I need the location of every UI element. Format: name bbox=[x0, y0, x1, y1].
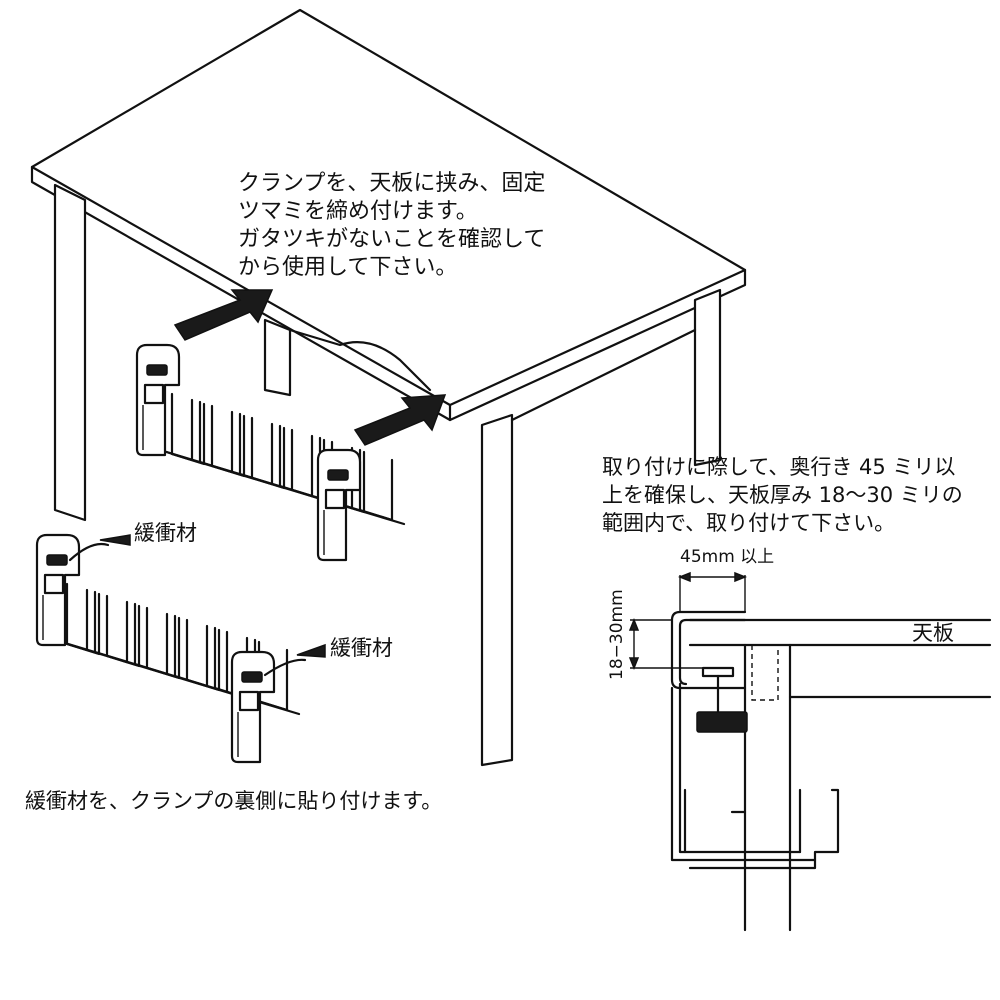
thickness-dimension-label: 18−30mm bbox=[607, 589, 627, 680]
cushion-arrow-icon bbox=[296, 643, 326, 658]
clamp-instruction-line: ツマミを締め付けます。 bbox=[238, 199, 478, 224]
table-leg-front-left bbox=[53, 183, 87, 522]
depth-dimension-label: 45mm 以上 bbox=[680, 547, 774, 567]
clamp-section bbox=[670, 610, 747, 690]
cushion-arrow-icon bbox=[99, 534, 131, 546]
table-illustration bbox=[30, 8, 747, 767]
table-leg-back-right bbox=[693, 288, 722, 467]
table-leg-back-left bbox=[263, 318, 292, 397]
cushion-label: 緩衝材 bbox=[134, 521, 197, 545]
insert-arrow-icon bbox=[173, 289, 274, 341]
side-section-detail bbox=[628, 571, 992, 932]
knob-icon bbox=[696, 711, 748, 733]
cushion-label: 緩衝材 bbox=[330, 636, 393, 660]
depth-instruction-line: 上を確保し、天板厚み 18～30 ミリの bbox=[602, 483, 963, 507]
depth-instruction-line: 範囲内で、取り付けて下さい。 bbox=[602, 511, 895, 535]
tabletop-surface bbox=[30, 8, 747, 422]
clamp-instruction-line: クランプを、天板に挟み、固定 bbox=[238, 171, 545, 196]
cushion-note: 緩衝材を、クランプの裏側に貼り付けます。 bbox=[25, 789, 442, 813]
clamp-instruction-line: から使用して下さい。 bbox=[238, 255, 457, 280]
insert-arrow-icon bbox=[353, 394, 447, 446]
table-leg-front-right bbox=[480, 413, 514, 767]
tabletop-label: 天板 bbox=[912, 621, 954, 645]
depth-instruction-line: 取り付けに際して、奥行き 45 ミリ以 bbox=[602, 455, 955, 479]
clamp-instruction-line: ガタツキがないことを確認して bbox=[238, 227, 545, 252]
cable-tray-lower bbox=[35, 533, 307, 764]
